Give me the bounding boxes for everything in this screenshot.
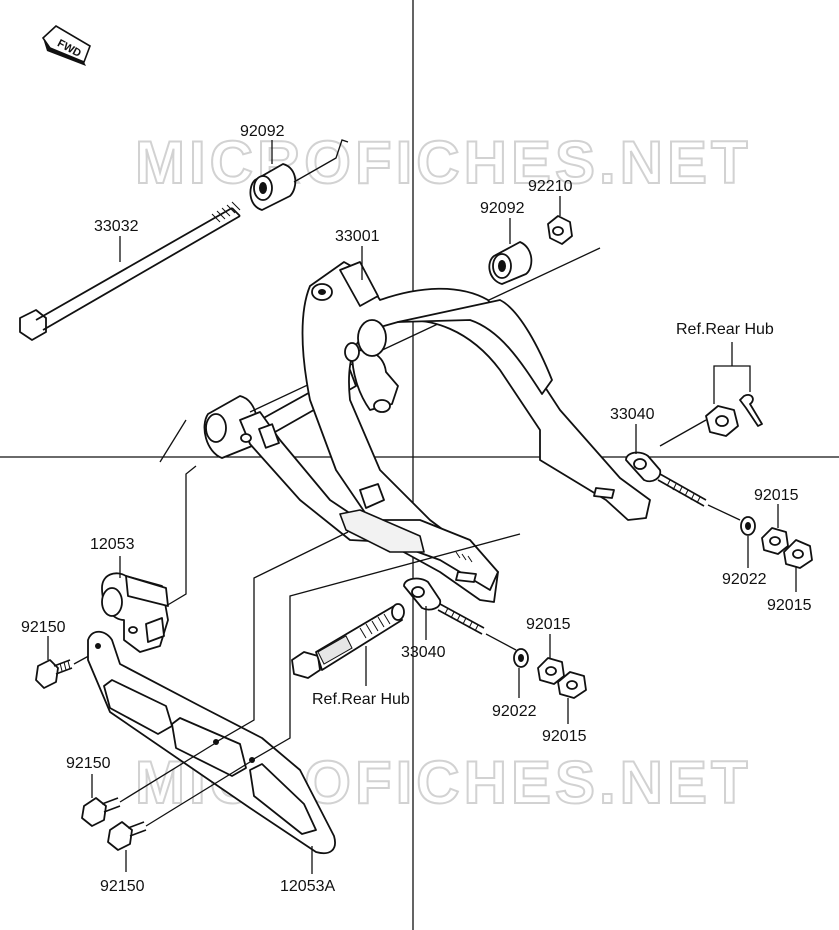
label-33040-right: 33040 (610, 406, 655, 423)
nut-92015-a (761, 527, 789, 555)
label-92022-right: 92022 (722, 571, 767, 588)
swingarm-33001 (159, 247, 651, 603)
label-92015-a: 92015 (754, 487, 799, 504)
label-33040-mid: 33040 (401, 644, 446, 661)
leader-12053A-axis-a (215, 531, 349, 743)
hub-nut-top (705, 405, 739, 437)
label-12053: 12053 (90, 536, 135, 553)
leader-92150-b-axis (119, 743, 215, 803)
leader-hub-axis-top (659, 419, 707, 447)
flange-bolt-92150-b (81, 797, 121, 827)
label-92092-mid: 92092 (480, 200, 525, 217)
nut-92015-c (537, 657, 565, 685)
chain-adjuster-33040-mid (403, 577, 485, 635)
label-92022-mid: 92022 (492, 703, 537, 720)
leader-12053A-axis-b (251, 533, 521, 761)
label-92015-d: 92015 (542, 728, 587, 745)
collar-92092-top (249, 163, 297, 211)
flange-bolt-92150-a (35, 659, 73, 689)
leader-12053-axis (165, 465, 197, 607)
label-92015-b: 92015 (767, 597, 812, 614)
label-ref-rear-hub-mid: Ref.Rear Hub (312, 691, 410, 708)
nut-92210 (547, 215, 573, 245)
label-92150-c: 92150 (100, 878, 145, 895)
pivot-bolt-33032 (19, 201, 241, 341)
label-12053A: 12053A (280, 878, 335, 895)
label-92210: 92210 (528, 178, 573, 195)
leader-92092-axis (293, 139, 349, 183)
washer-92022-right (740, 516, 756, 536)
leader-adjuster-axis-mid (485, 633, 517, 651)
cotter-pin-icon (739, 394, 763, 427)
leader-adjuster-axis-right (707, 504, 741, 521)
label-33032: 33032 (94, 218, 139, 235)
leader-92150-c-axis (145, 761, 251, 827)
collar-92092-mid (488, 241, 533, 285)
flange-bolt-92150-c (107, 821, 147, 851)
chain-guide-block-12053 (101, 572, 169, 653)
chain-adjuster-33040-right (625, 451, 707, 507)
fwd-arrow-icon: FWD (41, 25, 91, 66)
label-92150-b: 92150 (66, 755, 111, 772)
washer-92022-mid (513, 648, 529, 668)
label-ref-rear-hub-top: Ref.Rear Hub (676, 321, 774, 338)
rear-axle-ref (291, 603, 405, 679)
nut-92015-d (557, 671, 587, 699)
nut-92015-b (783, 539, 813, 569)
watermark-top: MICROFICHES.NET (135, 129, 752, 196)
label-92150-a: 92150 (21, 619, 66, 636)
label-33001: 33001 (335, 228, 380, 245)
label-92015-c: 92015 (526, 616, 571, 633)
label-92092-top: 92092 (240, 123, 285, 140)
